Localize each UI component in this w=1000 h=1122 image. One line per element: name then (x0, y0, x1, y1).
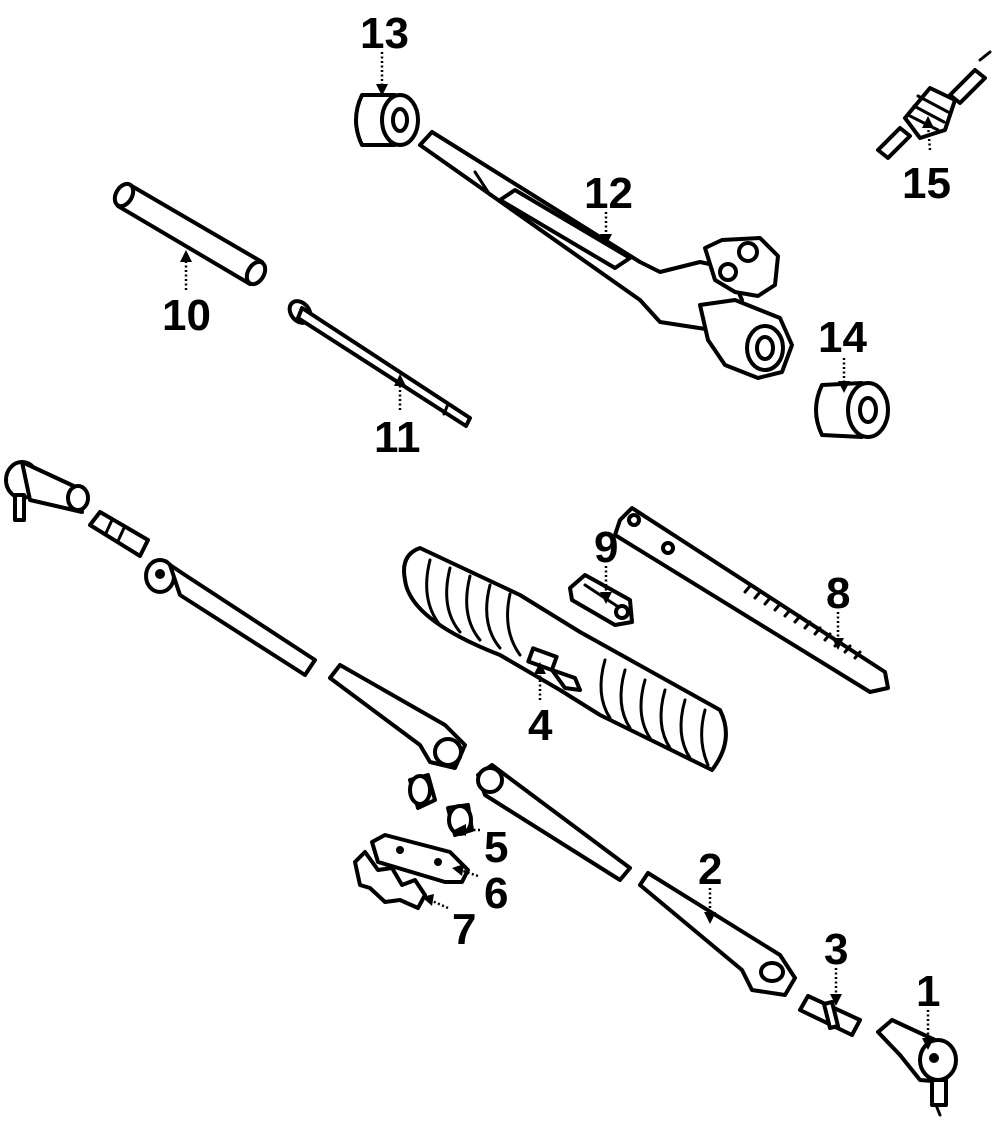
leader-lines (180, 52, 934, 1050)
callout-6: 6 (484, 869, 508, 918)
callout-2: 2 (698, 845, 722, 894)
callout-1: 1 (916, 967, 940, 1016)
part-2-right-tie-rod (476, 763, 797, 997)
left-inner-tie-rod (144, 558, 467, 770)
part-6-plate (370, 833, 470, 884)
callout-15: 15 (902, 159, 951, 208)
callout-10: 10 (162, 291, 211, 340)
callout-8: 8 (826, 569, 850, 618)
part-12-rack-housing (418, 130, 794, 380)
part-11-long-bolt (287, 299, 472, 428)
left-adjuster-sleeve (88, 510, 150, 558)
part-8-rack-gear (613, 506, 890, 694)
part-4-rack-boot (402, 546, 728, 772)
part-15-fitting (876, 50, 992, 160)
callout-4: 4 (528, 701, 553, 750)
part-9-clamp (568, 573, 634, 627)
callout-5: 5 (484, 823, 508, 872)
part-13-mount-bushing (354, 93, 420, 147)
callout-3: 3 (824, 925, 848, 974)
part-5-bushings (408, 773, 474, 837)
callout-labels: 13 12 15 10 11 14 9 8 4 5 6 7 2 3 1 (162, 9, 951, 1016)
callout-7: 7 (452, 905, 476, 954)
part-7-bracket (353, 850, 427, 910)
part-3-adjuster-sleeve (798, 994, 862, 1037)
callout-11: 11 (374, 413, 421, 462)
callout-12: 12 (584, 169, 633, 218)
callout-13: 13 (360, 9, 409, 58)
callout-9: 9 (594, 523, 618, 572)
part-14-mount-bushing (814, 381, 890, 439)
part-10-tube (112, 181, 268, 287)
part-1-outer-tie-rod-end (876, 1018, 958, 1117)
left-tie-rod-end (4, 460, 90, 522)
callout-14: 14 (818, 313, 867, 362)
